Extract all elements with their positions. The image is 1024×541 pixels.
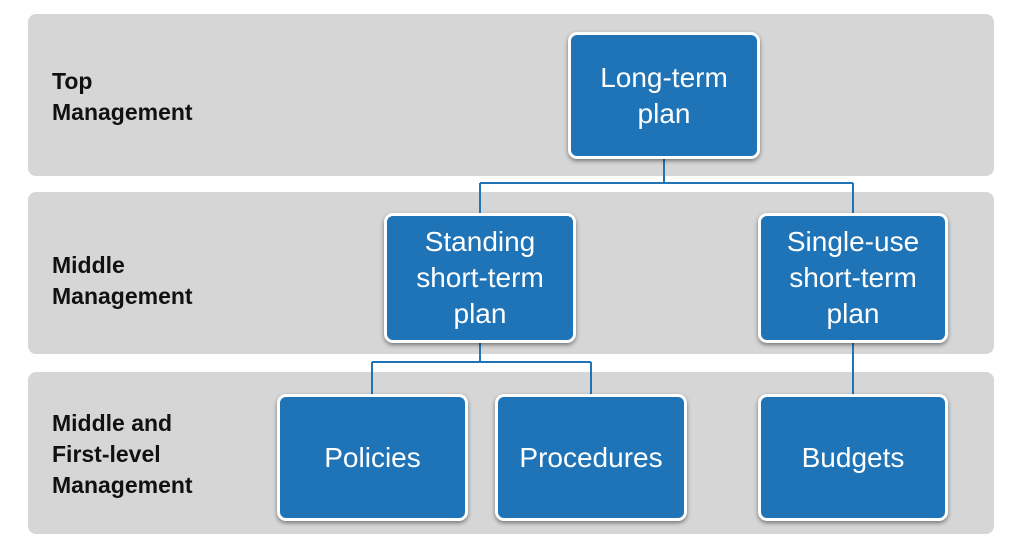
node-single-use-label: Single-use short-term plan bbox=[786, 226, 920, 329]
band-top-management bbox=[28, 14, 994, 176]
label-middle-management: Middle Management bbox=[52, 252, 193, 309]
node-single-use-short-term-plan: Single-use short-term plan bbox=[758, 213, 948, 343]
node-long-term-plan: Long-term plan bbox=[568, 32, 760, 159]
label-top-management: Top Management bbox=[52, 68, 193, 125]
node-budgets: Budgets bbox=[758, 394, 948, 521]
node-standing-label: Standing short-term plan bbox=[416, 226, 544, 329]
node-policies: Policies bbox=[277, 394, 468, 521]
node-procedures: Procedures bbox=[495, 394, 687, 521]
node-policies-label: Policies bbox=[324, 441, 421, 473]
label-first-level-management: Middle and First-level Management bbox=[52, 410, 193, 498]
node-standing-short-term-plan: Standing short-term plan bbox=[384, 213, 576, 343]
node-procedures-label: Procedures bbox=[519, 441, 663, 473]
node-budgets-label: Budgets bbox=[801, 441, 905, 473]
node-long-term-plan-label: Long-term plan bbox=[600, 61, 728, 129]
